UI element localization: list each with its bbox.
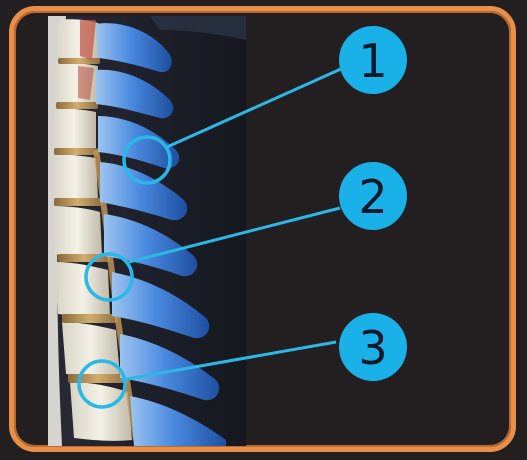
marker-3: 3 <box>339 313 407 381</box>
marker-1: 1 <box>339 26 407 94</box>
marker-3-label: 3 <box>358 321 387 375</box>
marker-2-label: 2 <box>358 170 387 224</box>
marker-2: 2 <box>339 162 407 230</box>
marker-1-label: 1 <box>358 34 387 88</box>
